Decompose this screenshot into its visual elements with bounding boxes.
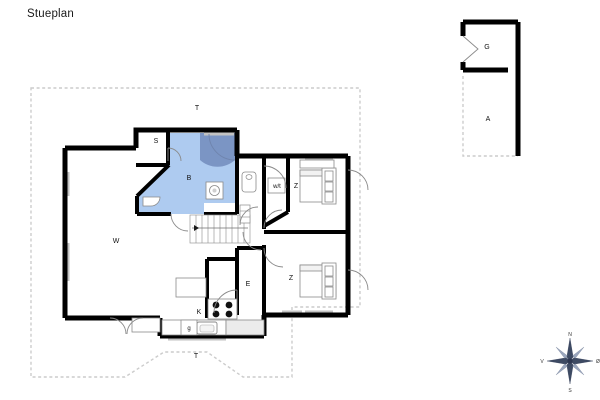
wc-fixtures [239, 171, 286, 224]
bedroom-1-furniture [299, 159, 337, 205]
shower-fill-dark [200, 133, 235, 167]
label-bedroom-2: Z [289, 275, 294, 282]
bath-fixtures [142, 181, 224, 207]
compass-north-label: N [568, 332, 572, 338]
label-room-g: G [484, 44, 489, 51]
page-title: Stueplan [27, 8, 74, 20]
shower-arc [208, 133, 236, 161]
terrace-outline [30, 87, 361, 378]
label-terrace-north: T [195, 105, 200, 112]
door-swings [109, 147, 369, 335]
label-room-s: S [154, 138, 159, 145]
label-room-k: K [197, 309, 202, 316]
label-terrace-south: T [194, 353, 199, 360]
room-labels: T S B W w/t Z Z E K g T G A [113, 44, 491, 360]
kitchen-fixtures [131, 277, 265, 336]
carport-outline [462, 76, 518, 157]
compass-west-label: V [540, 359, 544, 365]
bedroom-2-furniture [299, 262, 337, 300]
outbuilding-door [462, 35, 479, 63]
label-room-b: B [187, 175, 192, 182]
compass-rose: N S V Ø [540, 332, 600, 394]
label-appliance-g: g [187, 326, 190, 332]
label-area-a: A [486, 116, 491, 123]
label-bedroom-1: Z [294, 183, 299, 190]
label-room-w: W [113, 238, 120, 245]
compass-south-label: S [568, 388, 572, 394]
label-room-wt: w/t [272, 184, 281, 190]
outbuilding-walls [460, 19, 521, 156]
compass-east-label: Ø [596, 359, 600, 365]
label-room-e: E [246, 281, 251, 288]
